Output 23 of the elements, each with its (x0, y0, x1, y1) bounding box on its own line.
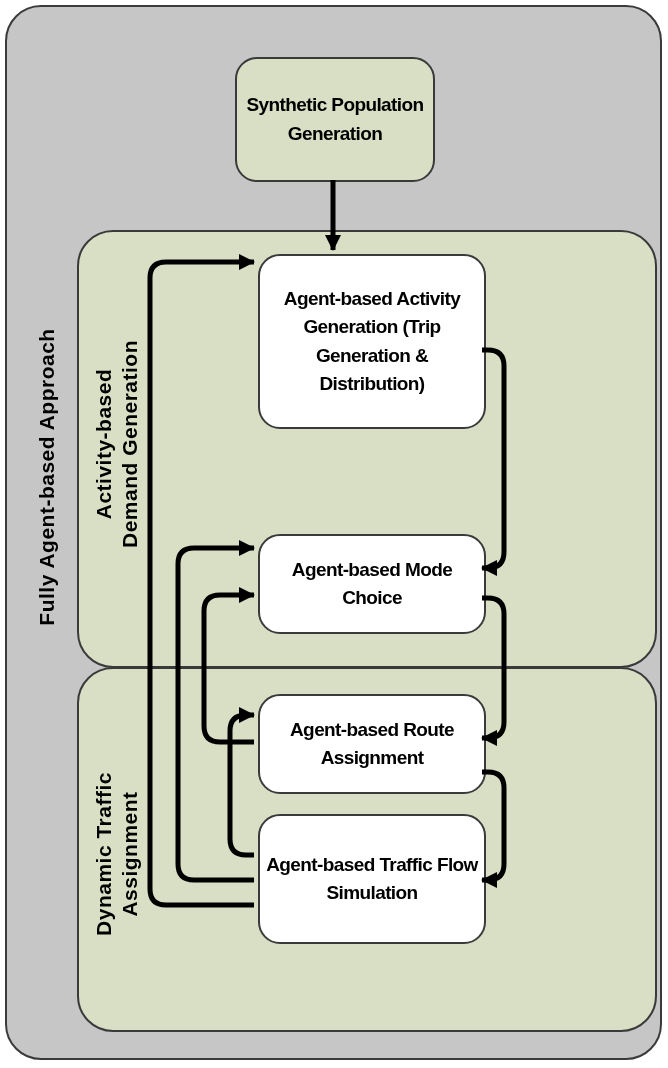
process-box (235, 57, 435, 182)
arrow (201, 587, 255, 745)
step-label: Agent-based Traffic Flow Simulation (265, 852, 480, 905)
stage-band (77, 667, 657, 1032)
arrow (481, 595, 507, 746)
step-label: Agent-based Mode Choice (290, 557, 454, 610)
stage-band (77, 230, 657, 668)
arrow (325, 180, 341, 251)
arrow (147, 254, 255, 908)
arrow (175, 540, 255, 883)
step-label: Agent-based Activity Generation (Trip Generation & Distribution) (282, 286, 462, 396)
arrow (481, 347, 507, 576)
group-title: Dynamic Traffic Assignment (90, 771, 142, 938)
group-panel (5, 5, 662, 1060)
process-box (258, 254, 486, 429)
process-box (258, 694, 486, 794)
process-box (258, 534, 486, 634)
step-label: Agent-based Route Assignment (289, 717, 455, 770)
arrow (481, 769, 507, 888)
group-title: Fully Agent-based Approach (33, 327, 59, 628)
group-title: Activity-based Demand Generation (90, 339, 142, 551)
process-box (258, 814, 486, 944)
step-label: Synthetic Population Generation (245, 93, 425, 146)
